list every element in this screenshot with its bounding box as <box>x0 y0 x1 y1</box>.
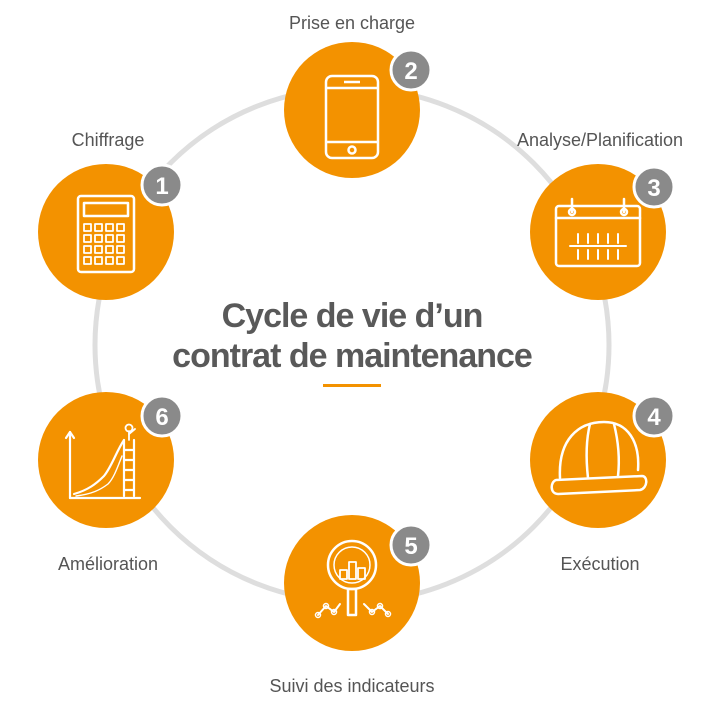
step-6-number: 6 <box>155 404 168 431</box>
step-2-label: Prise en charge <box>288 13 416 33</box>
diagram-title: Cycle de vie d’un contrat de maintenance <box>172 296 533 376</box>
step-4-number: 4 <box>647 404 661 431</box>
step-5-node: 5 <box>284 515 433 651</box>
step-5-number: 5 <box>404 533 417 560</box>
step-6-circle <box>38 392 174 528</box>
step-3-node: 3 <box>530 164 676 300</box>
smartphone-icon <box>324 74 380 160</box>
step-2-number: 2 <box>404 58 417 85</box>
calculator-icon <box>76 194 136 274</box>
growth-chart-icon <box>64 423 142 500</box>
diagram-title-line-1: Cycle de vie d’un <box>221 297 484 335</box>
step-5-label: Suivi des indicateurs <box>269 676 435 696</box>
step-3-number: 3 <box>647 175 660 202</box>
step-6-label: Amélioration <box>57 554 159 574</box>
step-3-badge <box>632 165 676 209</box>
step-1-label: Chiffrage <box>71 130 145 150</box>
step-1-badge <box>140 163 184 207</box>
step-2-circle <box>284 42 420 178</box>
step-4-badge <box>632 394 676 438</box>
hard-hat-icon <box>550 420 648 496</box>
title-underline <box>323 384 381 387</box>
diagram-title-line-2: contrat de maintenance <box>172 337 533 375</box>
calendar-icon <box>554 197 642 268</box>
magnifier-chart-icon <box>314 539 392 619</box>
step-2-node: 2 <box>284 42 433 178</box>
step-1-node: 1 <box>38 163 184 300</box>
step-1-number: 1 <box>155 173 168 200</box>
step-4-node: 4 <box>530 392 676 528</box>
step-2-badge <box>389 48 433 92</box>
step-3-label: Analyse/Planification <box>516 130 684 150</box>
step-6-badge <box>140 394 184 438</box>
step-4-label: Exécution <box>560 554 640 574</box>
step-1-circle <box>38 164 174 300</box>
step-5-badge <box>389 523 433 567</box>
step-6-node: 6 <box>38 392 184 528</box>
